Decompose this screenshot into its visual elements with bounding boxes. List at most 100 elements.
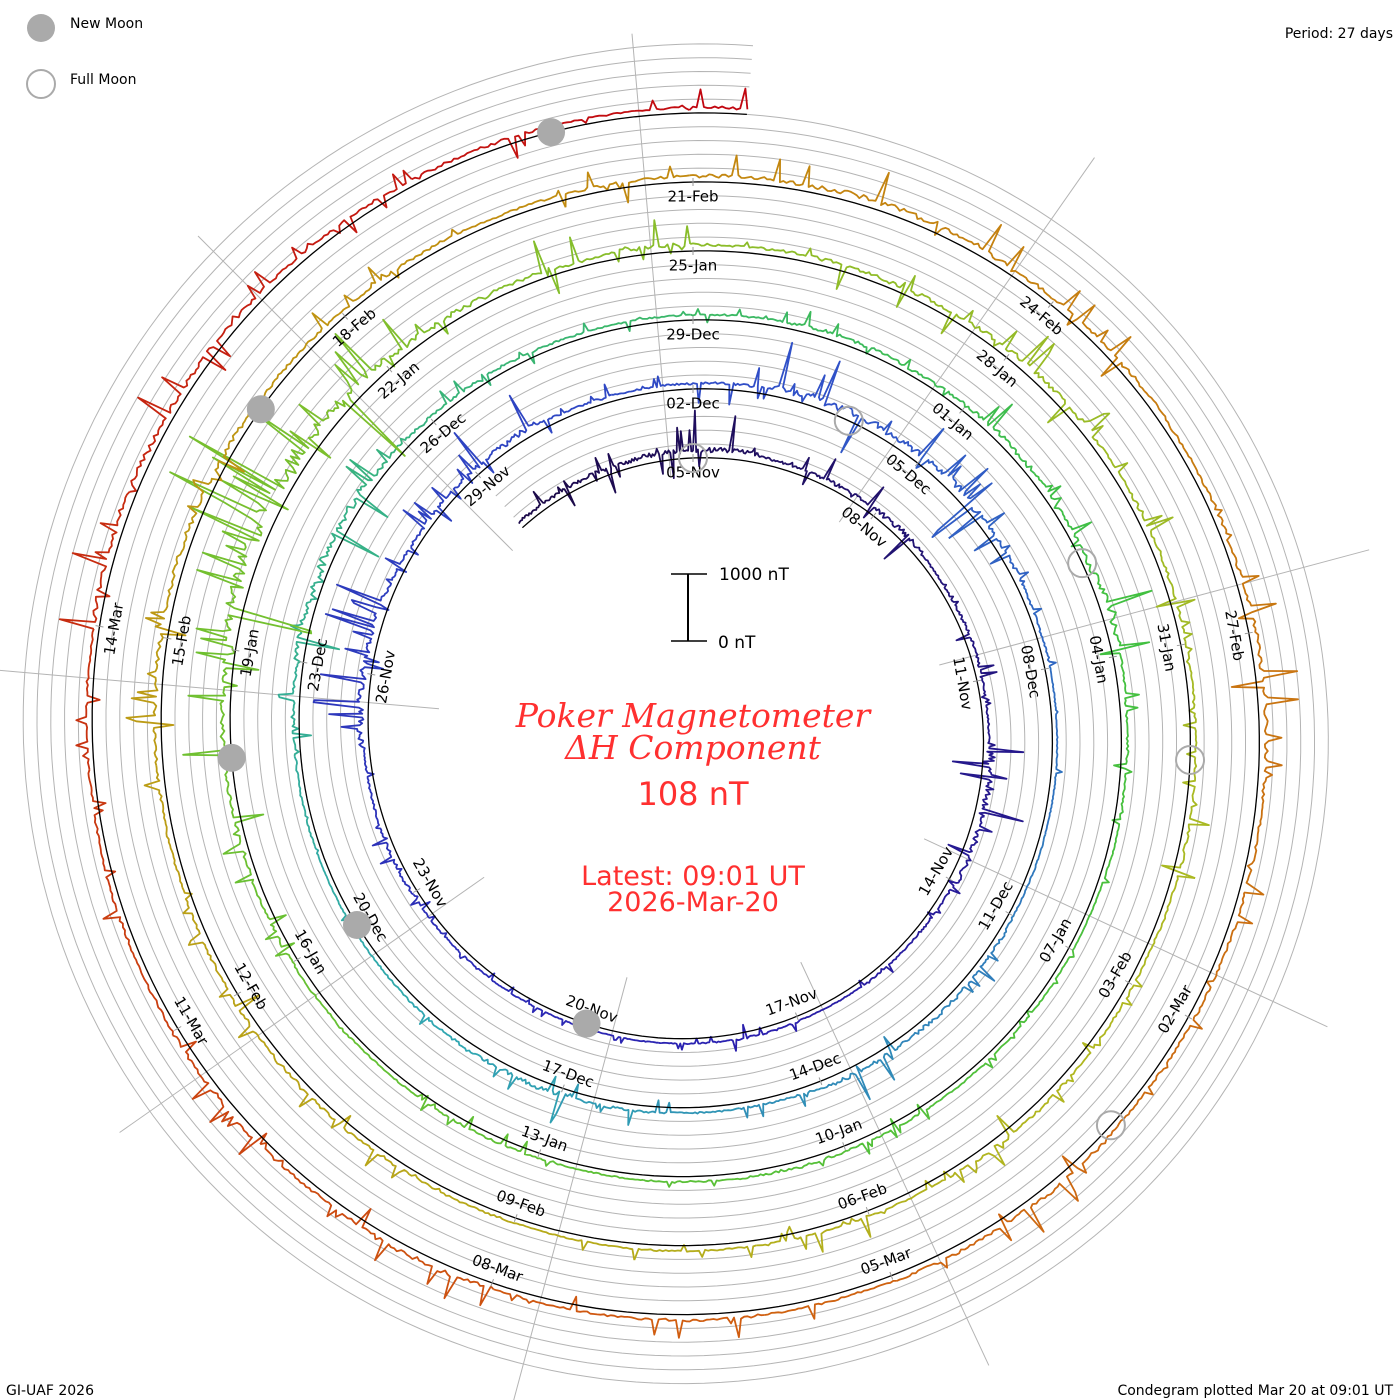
data-trace-day <box>426 363 507 419</box>
data-trace-day <box>516 1222 636 1261</box>
radial-gridline <box>631 33 672 478</box>
date-tick <box>1124 980 1133 985</box>
full-moon-legend-label: Full Moon <box>70 72 136 88</box>
date-tick <box>475 471 482 479</box>
data-trace-day <box>125 639 175 766</box>
data-trace-day <box>802 247 916 308</box>
data-trace-day <box>817 171 943 236</box>
data-trace-day <box>260 1142 372 1232</box>
data-trace-day <box>234 866 296 965</box>
date-label: 26-Dec <box>417 409 470 457</box>
data-trace-day <box>360 1047 445 1116</box>
data-trace-day <box>1033 473 1092 559</box>
date-label: 06-Feb <box>835 1179 889 1213</box>
new-moon-marker <box>342 911 371 939</box>
date-tick <box>889 1271 894 1280</box>
data-trace-day <box>1085 558 1153 656</box>
data-trace-day <box>938 1031 1017 1102</box>
date-tick <box>1005 911 1013 916</box>
full-moon-marker <box>1175 744 1206 775</box>
data-trace-day <box>289 333 406 459</box>
data-trace-day <box>1161 757 1210 879</box>
data-trace-day <box>947 815 993 883</box>
data-trace-day <box>1007 335 1111 432</box>
data-trace-day <box>87 769 117 908</box>
data-trace-day <box>1134 875 1196 988</box>
data-trace-day <box>756 1213 873 1253</box>
data-trace-day <box>314 846 355 930</box>
data-trace-day <box>948 512 1029 587</box>
data-trace-day <box>900 986 974 1045</box>
data-trace-day <box>518 480 576 524</box>
data-trace-day <box>941 224 1053 300</box>
date-tick <box>537 1149 542 1158</box>
grid-spiral <box>77 98 1274 1329</box>
data-trace-day <box>316 486 389 574</box>
date-label: 14-Mar <box>100 601 127 657</box>
date-label: 25-Jan <box>669 257 717 275</box>
data-trace-day <box>1051 290 1146 392</box>
data-trace-day <box>345 417 428 488</box>
footer-credit: GI-UAF 2026 <box>6 1383 94 1399</box>
date-tick <box>163 637 172 640</box>
data-trace-day <box>627 1313 765 1339</box>
data-trace-day <box>187 410 267 519</box>
data-trace-day <box>738 1086 826 1119</box>
data-trace-day <box>747 1149 849 1179</box>
date-tick <box>1065 945 1073 951</box>
data-trace-day <box>690 367 773 406</box>
data-trace-day <box>545 99 690 129</box>
chart-title-line2: ΔH Component <box>563 728 822 767</box>
data-trace-day <box>594 310 691 332</box>
data-trace-day <box>338 240 444 315</box>
data-trace-day <box>858 937 916 986</box>
date-tick <box>95 625 104 628</box>
data-trace-day <box>967 913 1016 993</box>
data-trace-day <box>443 1114 541 1160</box>
data-trace-day <box>642 1177 749 1188</box>
data-trace-day <box>380 530 422 599</box>
data-trace-day <box>1013 833 1047 915</box>
date-label: 31-Jan <box>1153 622 1179 673</box>
data-trace-day <box>371 827 415 896</box>
latest-date: 2026-Mar-20 <box>607 887 779 918</box>
data-trace-day <box>951 746 1025 823</box>
data-trace-day <box>627 426 693 479</box>
data-trace-day <box>658 1035 732 1051</box>
data-trace-day <box>730 1019 801 1052</box>
data-trace <box>58 87 1299 1339</box>
date-label: 15-Feb <box>168 614 195 667</box>
new-moon-marker <box>217 743 246 772</box>
data-trace-day <box>172 1034 268 1155</box>
date-tick <box>870 512 877 520</box>
date-label: 29-Dec <box>666 326 720 344</box>
date-tick <box>842 1142 846 1150</box>
date-tick <box>513 1214 518 1223</box>
new-moon-legend-label: New Moon <box>70 16 143 32</box>
data-trace-day <box>915 427 993 539</box>
radial-gridline <box>939 549 1370 666</box>
data-trace-day <box>324 583 390 675</box>
date-tick <box>231 649 240 652</box>
data-trace-day <box>1111 753 1133 855</box>
data-trace-day <box>536 383 612 434</box>
data-trace-day <box>650 1099 740 1115</box>
data-trace-day <box>1230 628 1299 762</box>
data-trace-day <box>102 907 174 1036</box>
full-moon-legend-icon <box>26 69 56 99</box>
data-trace-day <box>963 403 1036 475</box>
data-trace-day <box>410 893 461 954</box>
date-tick <box>367 673 376 676</box>
data-trace-day <box>1066 984 1143 1083</box>
date-tick <box>233 991 242 997</box>
data-trace-day <box>181 886 235 1001</box>
chart-title-line1: Poker Magnetometer <box>515 696 873 735</box>
data-trace-day <box>298 1097 408 1179</box>
new-moon-marker <box>572 1009 601 1038</box>
data-trace-day <box>232 994 309 1108</box>
data-trace-day <box>1119 652 1140 754</box>
data-trace-day <box>824 1036 903 1101</box>
date-tick <box>1244 631 1253 635</box>
date-tick <box>1040 667 1049 671</box>
